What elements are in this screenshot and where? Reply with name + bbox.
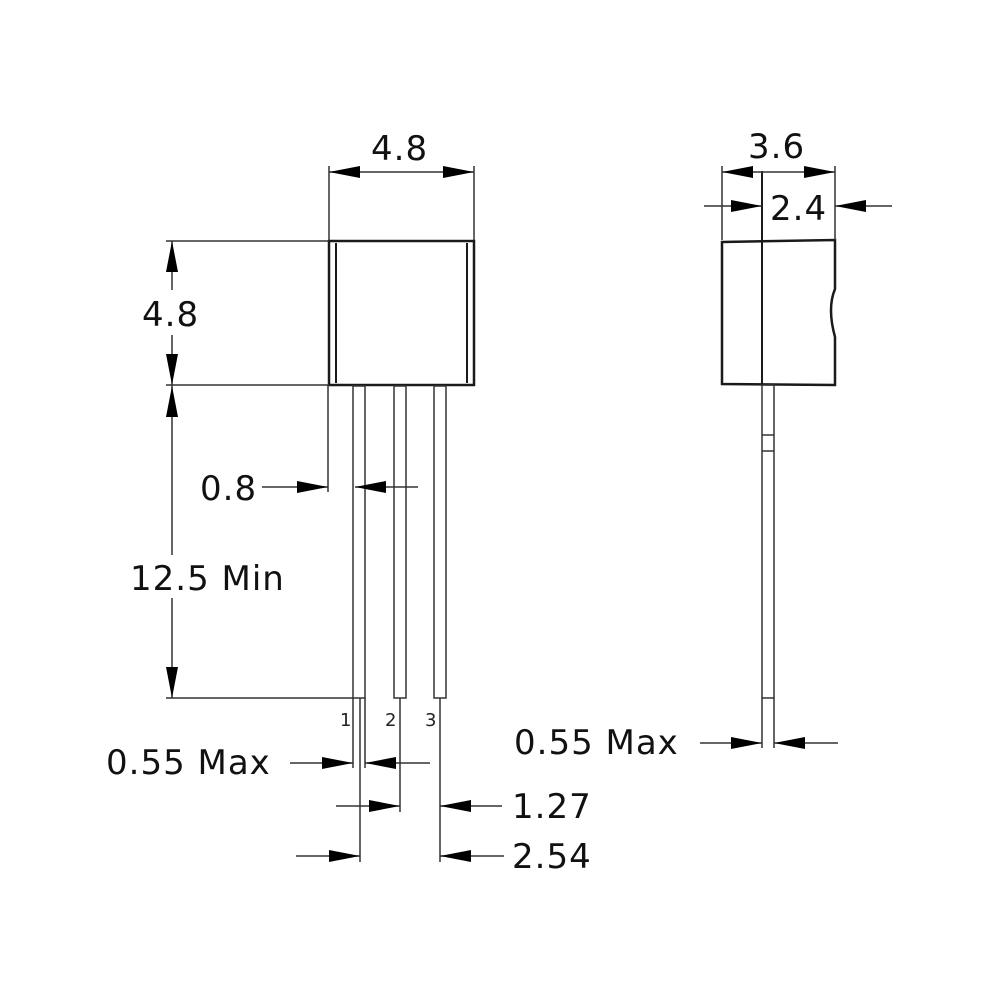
dim-lead-offset: 0.8: [200, 469, 257, 509]
dim-lead-span: 2.54: [512, 837, 592, 877]
dim-lead-width: 0.55 Max: [106, 743, 271, 783]
dim-body-depth: 3.6: [748, 127, 805, 167]
dim-lead-pitch: 1.27: [512, 787, 592, 827]
lead-side: [761, 384, 775, 699]
front-view: 1 2 3 4.8 4.8 0.8 12.5 Min 0.55 Max 1.27…: [106, 129, 592, 877]
leads: [352, 385, 447, 699]
lead-1: [352, 385, 366, 699]
dim-lead-thickness: 0.55 Max: [514, 723, 679, 763]
lead-3: [433, 385, 447, 699]
package-body-side: [720, 238, 837, 387]
side-view: 3.6 2.4 0.55 Max: [514, 127, 892, 763]
dim-lead-position: 2.4: [770, 189, 827, 229]
pin-label-1: 1: [340, 710, 351, 731]
dim-body-height: 4.8: [142, 295, 199, 335]
lead-2: [393, 385, 407, 699]
pin-label-2: 2: [385, 710, 396, 731]
pin-label-3: 3: [425, 710, 436, 731]
dim-lead-length: 12.5 Min: [130, 559, 285, 599]
dim-body-width: 4.8: [371, 129, 428, 169]
package-body-front: [327, 239, 476, 387]
